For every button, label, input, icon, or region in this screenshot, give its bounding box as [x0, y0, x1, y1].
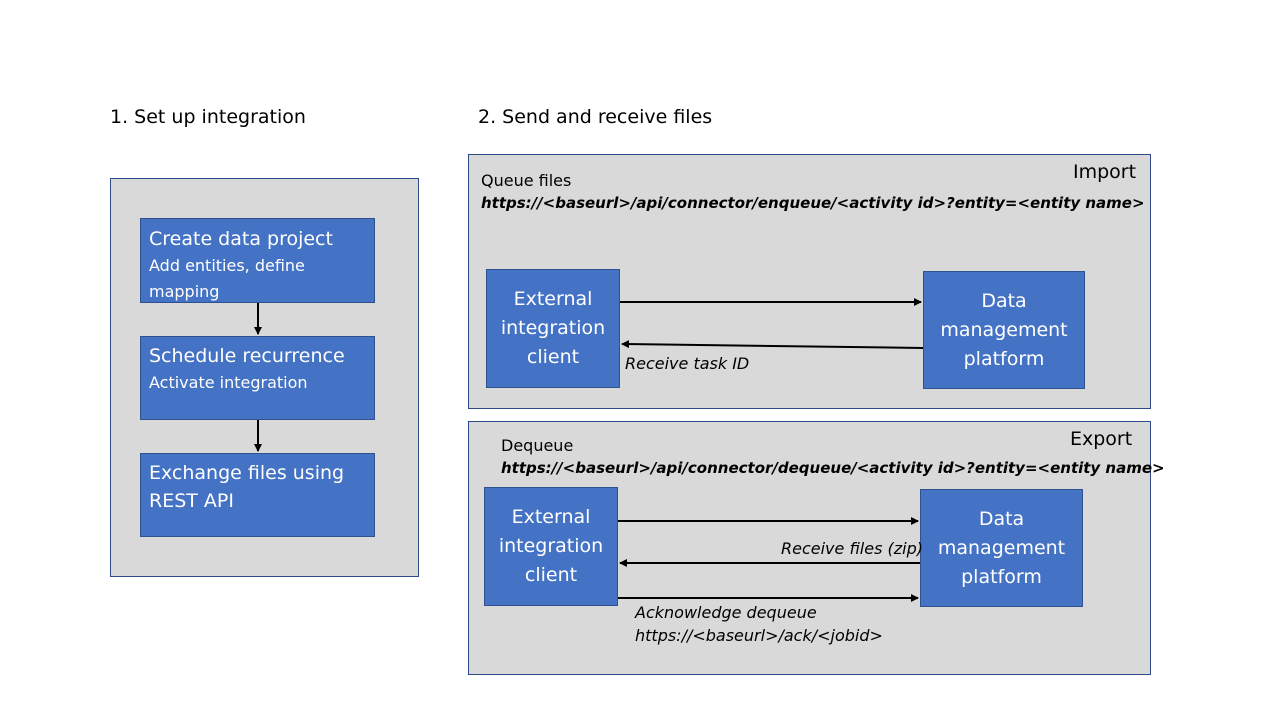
export-external-client: External integration client	[484, 487, 618, 606]
send-receive-heading: 2. Send and receive files	[478, 106, 713, 128]
step-exchange-files: Exchange files using REST API	[140, 453, 375, 537]
setup-heading: 1. Set up integration	[110, 106, 306, 128]
receive-task-id-label: Receive task ID	[625, 354, 750, 373]
import-data-management-platform: Data management platform	[923, 271, 1085, 389]
step-schedule-recurrence: Schedule recurrence Activate integration	[140, 336, 375, 420]
step-subtitle: Add entities, define mapping	[149, 256, 305, 301]
enqueue-url: https://<baseurl>/api/connector/enqueue/…	[481, 194, 1145, 212]
step-title: Create data project	[149, 228, 333, 250]
ack-url: https://<baseurl>/ack/<jobid>	[635, 626, 883, 645]
import-label: Import	[1073, 161, 1137, 183]
receive-files-label: Receive files (zip)	[781, 539, 923, 558]
step-create-data-project: Create data project Add entities, define…	[140, 218, 375, 303]
step-subtitle: Activate integration	[149, 373, 308, 392]
import-external-client: External integration client	[486, 269, 620, 388]
dequeue-url: https://<baseurl>/api/connector/dequeue/…	[501, 459, 1165, 477]
step-title: Schedule recurrence	[149, 345, 345, 367]
queue-files-label: Queue files	[481, 171, 572, 190]
export-label: Export	[1070, 428, 1133, 450]
dequeue-label: Dequeue	[501, 436, 574, 455]
task-id-return-arrow	[621, 340, 924, 349]
acknowledge-dequeue-label: Acknowledge dequeue	[635, 603, 817, 622]
export-data-management-platform: Data management platform	[920, 489, 1083, 607]
step-title: Exchange files using REST API	[149, 462, 345, 512]
